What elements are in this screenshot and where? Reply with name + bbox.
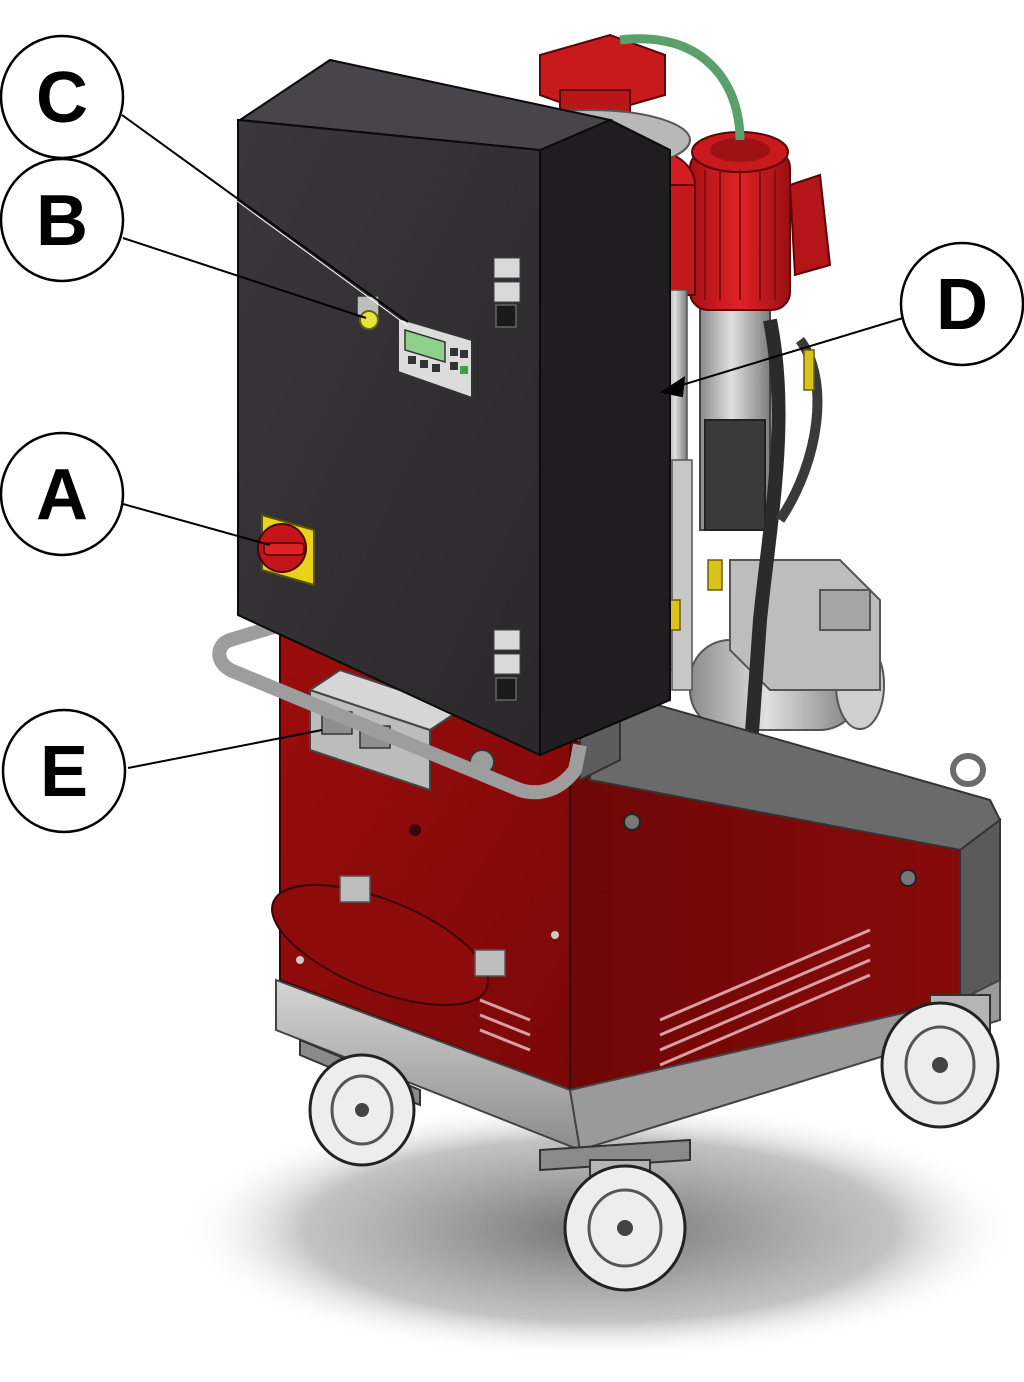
leader-line-a	[122, 503, 271, 546]
caster-front-left	[299, 1038, 421, 1167]
caster-front-right	[539, 1138, 691, 1292]
callout-a	[0, 431, 125, 557]
callout-label-b: B	[36, 181, 88, 261]
leader-lines	[121, 114, 904, 769]
callout-label-c: C	[36, 58, 88, 138]
callout-label-e: E	[40, 732, 88, 812]
callout-label-a: A	[36, 455, 88, 535]
control-cabinet	[237, 58, 671, 757]
push-handle	[212, 618, 587, 800]
leader-arrow-d	[659, 376, 686, 398]
callout-b	[0, 157, 125, 283]
caster-back-right	[880, 994, 1000, 1129]
leader-line-c	[121, 114, 409, 323]
callout-label-d: D	[936, 265, 988, 345]
leader-line-d	[671, 317, 904, 389]
leader-line-e	[127, 729, 323, 769]
callout-e	[1, 708, 127, 834]
leader-line-b	[122, 237, 367, 319]
callout-d	[899, 241, 1024, 367]
